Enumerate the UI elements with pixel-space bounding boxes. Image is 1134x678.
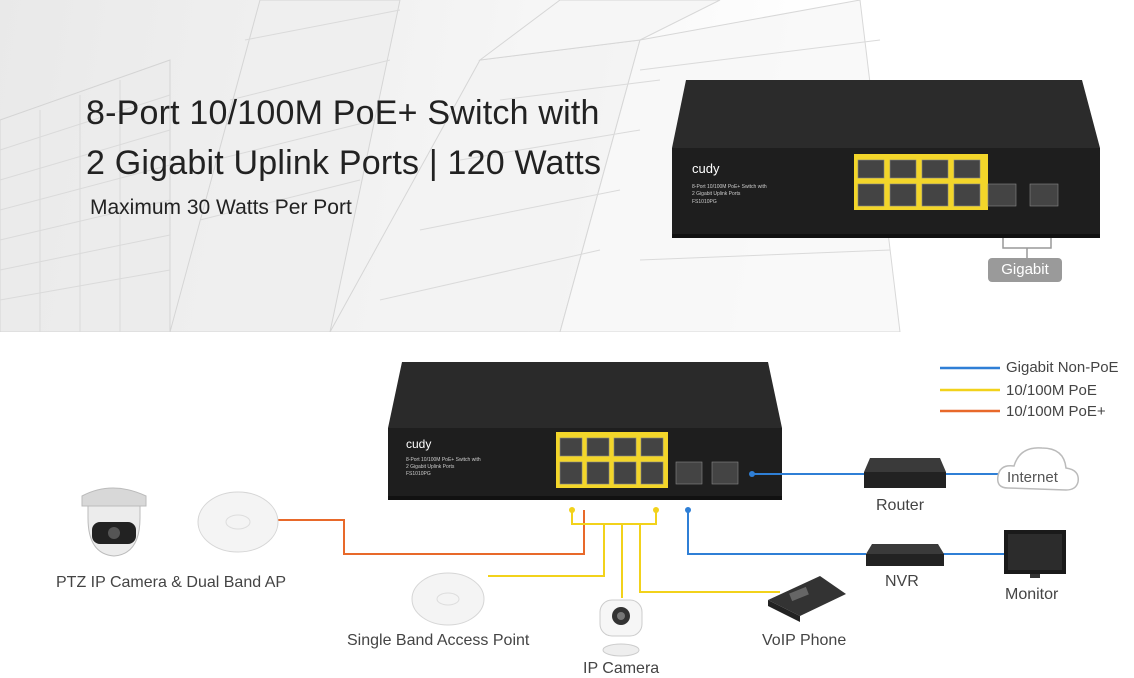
gigabit-bracket [1002, 238, 1052, 258]
poe-cable-single-ap [488, 524, 605, 577]
ptz-camera-icon [81, 487, 147, 557]
legend-poe-plus: 10/100M PoE+ [1006, 403, 1106, 420]
hero-switch-model-line2: 2 Gigabit Uplink Ports [692, 191, 741, 197]
hero-banner: 8-Port 10/100M PoE+ Switch with 2 Gigabi… [0, 0, 1134, 332]
monitor-label: Monitor [1005, 586, 1059, 603]
router-label: Router [876, 497, 925, 514]
port-dot [749, 471, 755, 477]
hero-switch-model-line1: 8-Port 10/100M PoE+ Switch with [692, 184, 767, 190]
voip-phone-label: VoIP Phone [762, 632, 847, 649]
poe-plus-cable [276, 510, 585, 555]
legend-gigabit-non-poe: Gigabit Non-PoE [1006, 359, 1119, 376]
single-band-ap-label: Single Band Access Point [347, 632, 530, 649]
internet-cloud-icon [996, 447, 1079, 491]
diagram-switch: cudy 8-Port 10/100M PoE+ Switch with 2 G… [388, 362, 782, 500]
gigabit-badge: Gigabit [988, 258, 1062, 282]
diagram-switch-brand: cudy [406, 437, 431, 451]
diagram-canvas: cudy 8-Port 10/100M PoE+ Switch with 2 G… [81, 362, 1079, 657]
monitor-icon [1004, 530, 1066, 578]
hero-subtitle: Maximum 30 Watts Per Port [90, 196, 352, 219]
hero-switch-model-code: FS1010PG [692, 199, 717, 205]
network-diagram: cudy 8-Port 10/100M PoE+ Switch with 2 G… [0, 332, 1134, 677]
single-band-ap-icon [411, 572, 485, 626]
port-dot [685, 507, 691, 513]
ip-camera-icon [599, 599, 643, 657]
diagram-switch-model-line1: 8-Port 10/100M PoE+ Switch with [406, 457, 481, 463]
hero-title-line1: 8-Port 10/100M PoE+ Switch with [86, 94, 600, 132]
diagram-switch-model-code: FS1010PG [406, 471, 431, 477]
hero-title-line2: 2 Gigabit Uplink Ports | 120 Watts [86, 144, 602, 182]
internet-label: Internet [1007, 469, 1058, 486]
ptz-camera-ap-label: PTZ IP Camera & Dual Band AP [56, 574, 287, 591]
hero-switch-brand: cudy [692, 161, 720, 176]
poe-cable-voip [639, 524, 780, 593]
legend-poe: 10/100M PoE [1006, 382, 1097, 399]
nvr-label: NVR [885, 573, 919, 590]
nvr-icon [866, 544, 944, 566]
hero-switch-image: cudy 8-Port 10/100M PoE+ Switch with 2 G… [672, 80, 1100, 238]
voip-phone-icon [768, 576, 846, 622]
dual-band-ap-icon [197, 491, 279, 553]
hero-title: 8-Port 10/100M PoE+ Switch with 2 Gigabi… [86, 88, 601, 188]
port-dot [653, 507, 659, 513]
diagram-switch-model-line2: 2 Gigabit Uplink Ports [406, 464, 455, 470]
router-icon [864, 458, 946, 488]
gigabit-cable-nvr [687, 510, 866, 555]
poe-cable-bus [571, 510, 657, 525]
ip-camera-label: IP Camera [583, 660, 660, 677]
